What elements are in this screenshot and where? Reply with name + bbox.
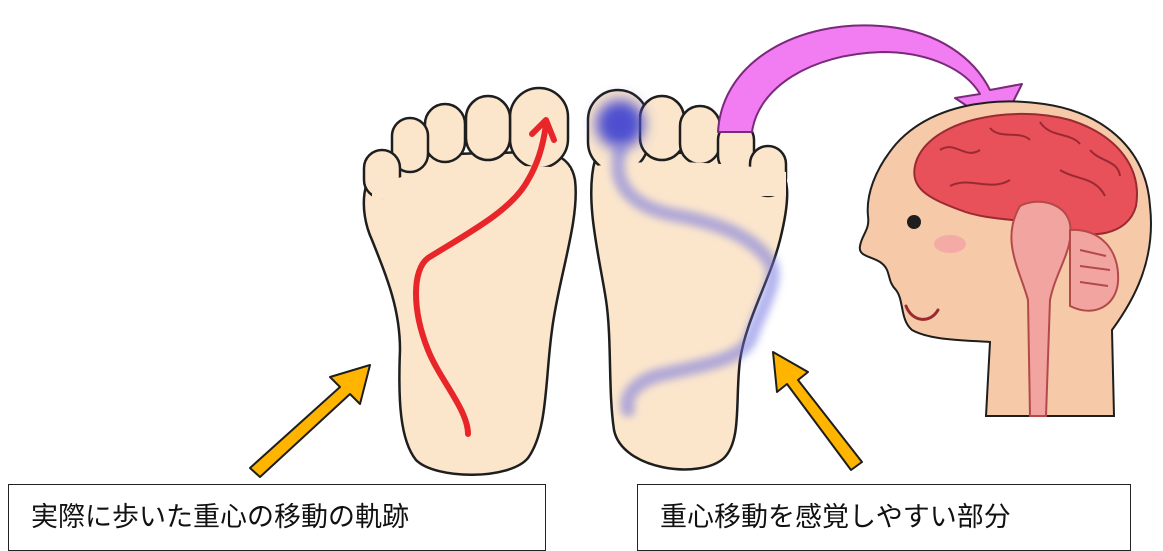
head-eye: [907, 215, 921, 229]
head-cheek: [934, 235, 966, 253]
head-with-brain-icon: [860, 101, 1151, 416]
yellow-pointer-arrow-right-icon: [773, 352, 862, 470]
caption-trajectory: 実際に歩いた重心の移動の軌跡: [8, 484, 546, 551]
caption-sensation-area: 重心移動を感覚しやすい部分: [637, 484, 1131, 551]
yellow-pointer-arrow-left-icon: [250, 365, 370, 477]
